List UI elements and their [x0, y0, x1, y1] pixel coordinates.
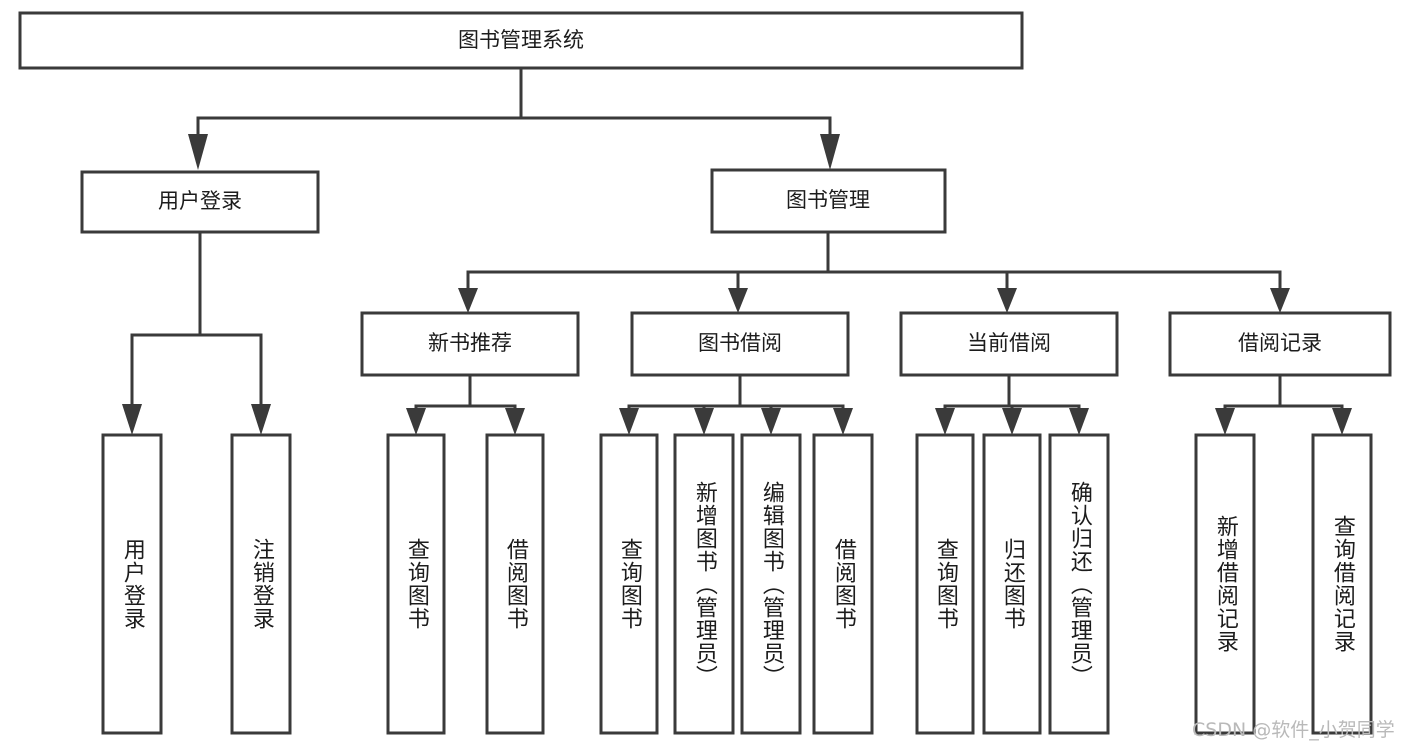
node-label-current-borrow: 当前借阅 [967, 331, 1051, 355]
leaf-box-add-borrow-record[interactable] [1194, 433, 1256, 735]
arrowhead-leaf-query-record [1332, 408, 1352, 435]
arrowhead-leaf-borrow-book-2 [833, 408, 853, 435]
leaf-box-user-login[interactable] [101, 433, 163, 735]
node-label-user-login: 用户登录 [158, 189, 242, 213]
leaf-box-add-book[interactable] [673, 433, 735, 735]
node-box-book-borrow[interactable] [630, 311, 850, 377]
arrowhead-new-books [458, 288, 478, 313]
arrowhead-leaf-add-book [694, 408, 714, 435]
node-label-book-borrow: 图书借阅 [698, 331, 782, 355]
node-label-root: 图书管理系统 [458, 28, 584, 52]
leaf-box-query-book-3[interactable] [915, 433, 975, 735]
arrowhead-leaf-add-record [1215, 408, 1235, 435]
node-box-user-login[interactable] [80, 170, 320, 234]
arrowhead-borrow [728, 288, 748, 313]
arrowhead-leaf-query-book-1 [406, 408, 426, 435]
watermark-text: CSDN @软件_小贺同学 [1192, 719, 1395, 741]
arrowhead-book-mgmt [820, 134, 840, 170]
connector-layer [122, 66, 1352, 435]
node-box-book-management[interactable] [710, 168, 947, 234]
node-label-new-book-recommend: 新书推荐 [428, 331, 512, 355]
leaf-box-confirm-return[interactable] [1048, 433, 1110, 735]
arrowhead-leaf-confirm-return [1069, 408, 1089, 435]
node-label-book-management: 图书管理 [786, 188, 870, 212]
leaf-box-borrow-book-2[interactable] [812, 433, 874, 735]
arrowhead-leaf-return-book [1002, 408, 1022, 435]
node-box-borrow-records[interactable] [1168, 311, 1392, 377]
arrowhead-leaf-borrow-book-1 [505, 408, 525, 435]
arrowhead-leaf-logout [251, 404, 271, 435]
arrowhead-leaf-query-book-2 [619, 408, 639, 435]
node-box-new-book-recommend[interactable] [360, 311, 580, 377]
leaf-box-query-borrow-record[interactable] [1311, 433, 1373, 735]
arrowhead-leaf-user-login [122, 404, 142, 435]
node-layer: 图书管理系统 用户登录 图书管理 新书推荐 图书借阅 当前借阅 借阅记录 [18, 11, 1392, 735]
arrowhead-records [1270, 288, 1290, 313]
leaf-box-return-book[interactable] [982, 433, 1042, 735]
arrowhead-current [997, 288, 1017, 313]
leaf-box-logout[interactable] [230, 433, 292, 735]
node-label-borrow-records: 借阅记录 [1238, 331, 1322, 355]
node-box-root[interactable] [18, 11, 1024, 70]
arrowhead-leaf-query-book-3 [935, 408, 955, 435]
leaf-box-query-book-2[interactable] [599, 433, 659, 735]
leaf-box-borrow-book-1[interactable] [485, 433, 545, 735]
arrowhead-user-login [188, 134, 208, 170]
arrowhead-leaf-edit-book [761, 408, 781, 435]
leaf-box-edit-book[interactable] [740, 433, 802, 735]
leaf-box-query-book-1[interactable] [386, 433, 446, 735]
node-box-current-borrow[interactable] [899, 311, 1119, 377]
